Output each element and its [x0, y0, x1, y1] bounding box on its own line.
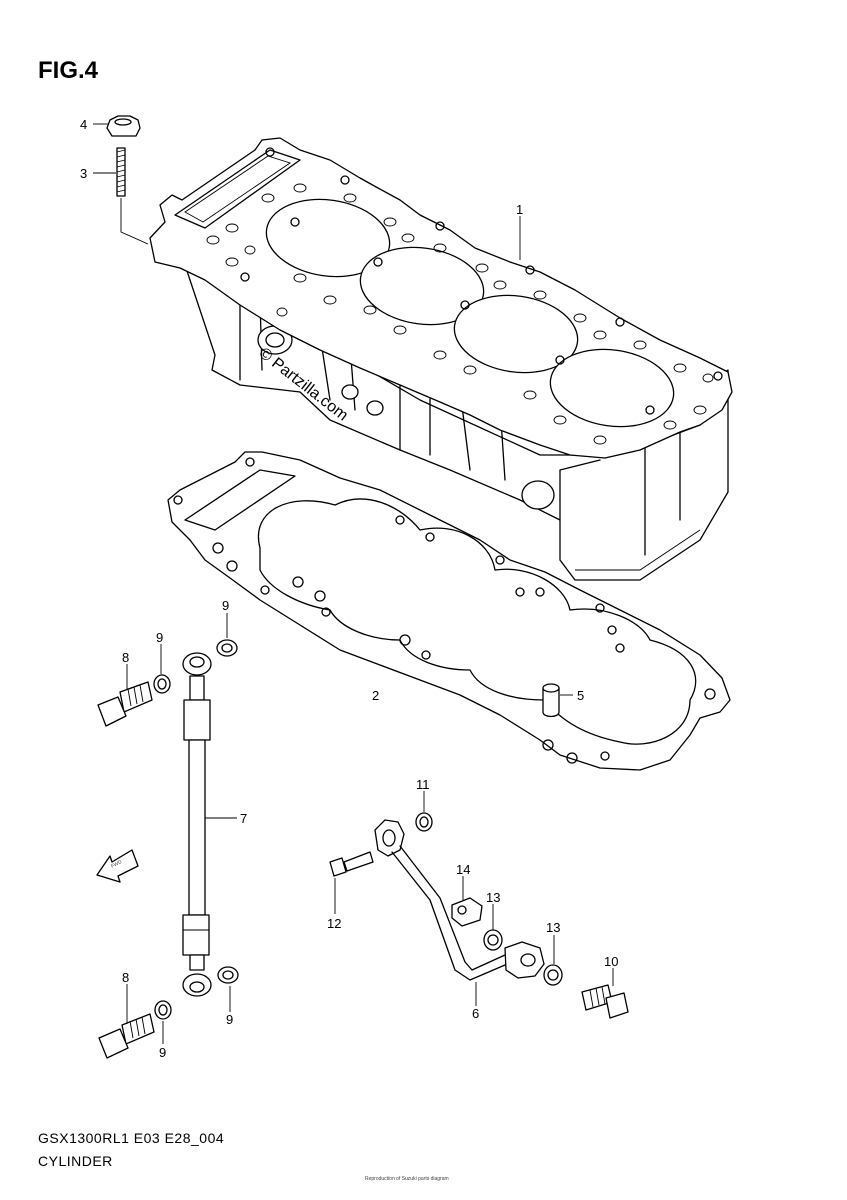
callout-8-bottom: 8: [122, 970, 129, 985]
callout-10: 10: [604, 954, 618, 969]
gasket-11[interactable]: [415, 812, 433, 832]
leader-lines: [93, 123, 614, 1044]
caption: CYLINDER: [38, 1153, 113, 1169]
callout-13-b: 13: [546, 920, 560, 935]
cylinder-gasket[interactable]: [167, 451, 731, 771]
callout-9-c: 9: [226, 1012, 233, 1027]
callout-13-a: 13: [486, 890, 500, 905]
callout-9-a: 9: [156, 630, 163, 645]
oil-pipe[interactable]: [374, 819, 545, 981]
callout-9-b: 9: [222, 598, 229, 613]
callout-labels: 4 3 1 2 5 7 8 8 9 9 9 9 11 12 14 13 13 1…: [80, 117, 618, 1060]
fwd-arrow-icon: FWD: [96, 849, 139, 883]
oil-hose[interactable]: [182, 652, 212, 997]
stud-bolt[interactable]: [116, 147, 126, 197]
callout-14: 14: [456, 862, 470, 877]
callout-11: 11: [416, 777, 430, 792]
bolt-12[interactable]: [329, 851, 374, 877]
model-code: GSX1300RL1 E03 E28_004: [38, 1130, 224, 1146]
callout-5: 5: [577, 688, 584, 703]
callout-3: 3: [80, 166, 87, 181]
callout-8-top: 8: [122, 650, 129, 665]
fine-print: Reproduction of Suzuki parts diagram: [365, 1176, 449, 1182]
callout-2: 2: [372, 688, 379, 703]
union-bolt-10[interactable]: [581, 984, 629, 1019]
callout-4: 4: [80, 117, 87, 132]
callout-9-d: 9: [159, 1045, 166, 1060]
union-bolt-bottom[interactable]: [98, 1013, 155, 1059]
union-bolt-top[interactable]: [97, 681, 153, 727]
dowel-pin[interactable]: [542, 683, 560, 718]
callout-7: 7: [240, 811, 247, 826]
callout-12: 12: [327, 916, 341, 931]
callout-1: 1: [516, 202, 523, 217]
flange-nut[interactable]: [106, 115, 141, 137]
gasket-washers[interactable]: [153, 639, 239, 1020]
gasket-13[interactable]: [483, 929, 563, 986]
clamp-14[interactable]: [451, 897, 483, 927]
cylinder-block[interactable]: [149, 137, 733, 581]
callout-6: 6: [472, 1006, 479, 1021]
fwd-label: FWD: [110, 859, 123, 870]
figure-title: FIG.4: [38, 57, 99, 84]
